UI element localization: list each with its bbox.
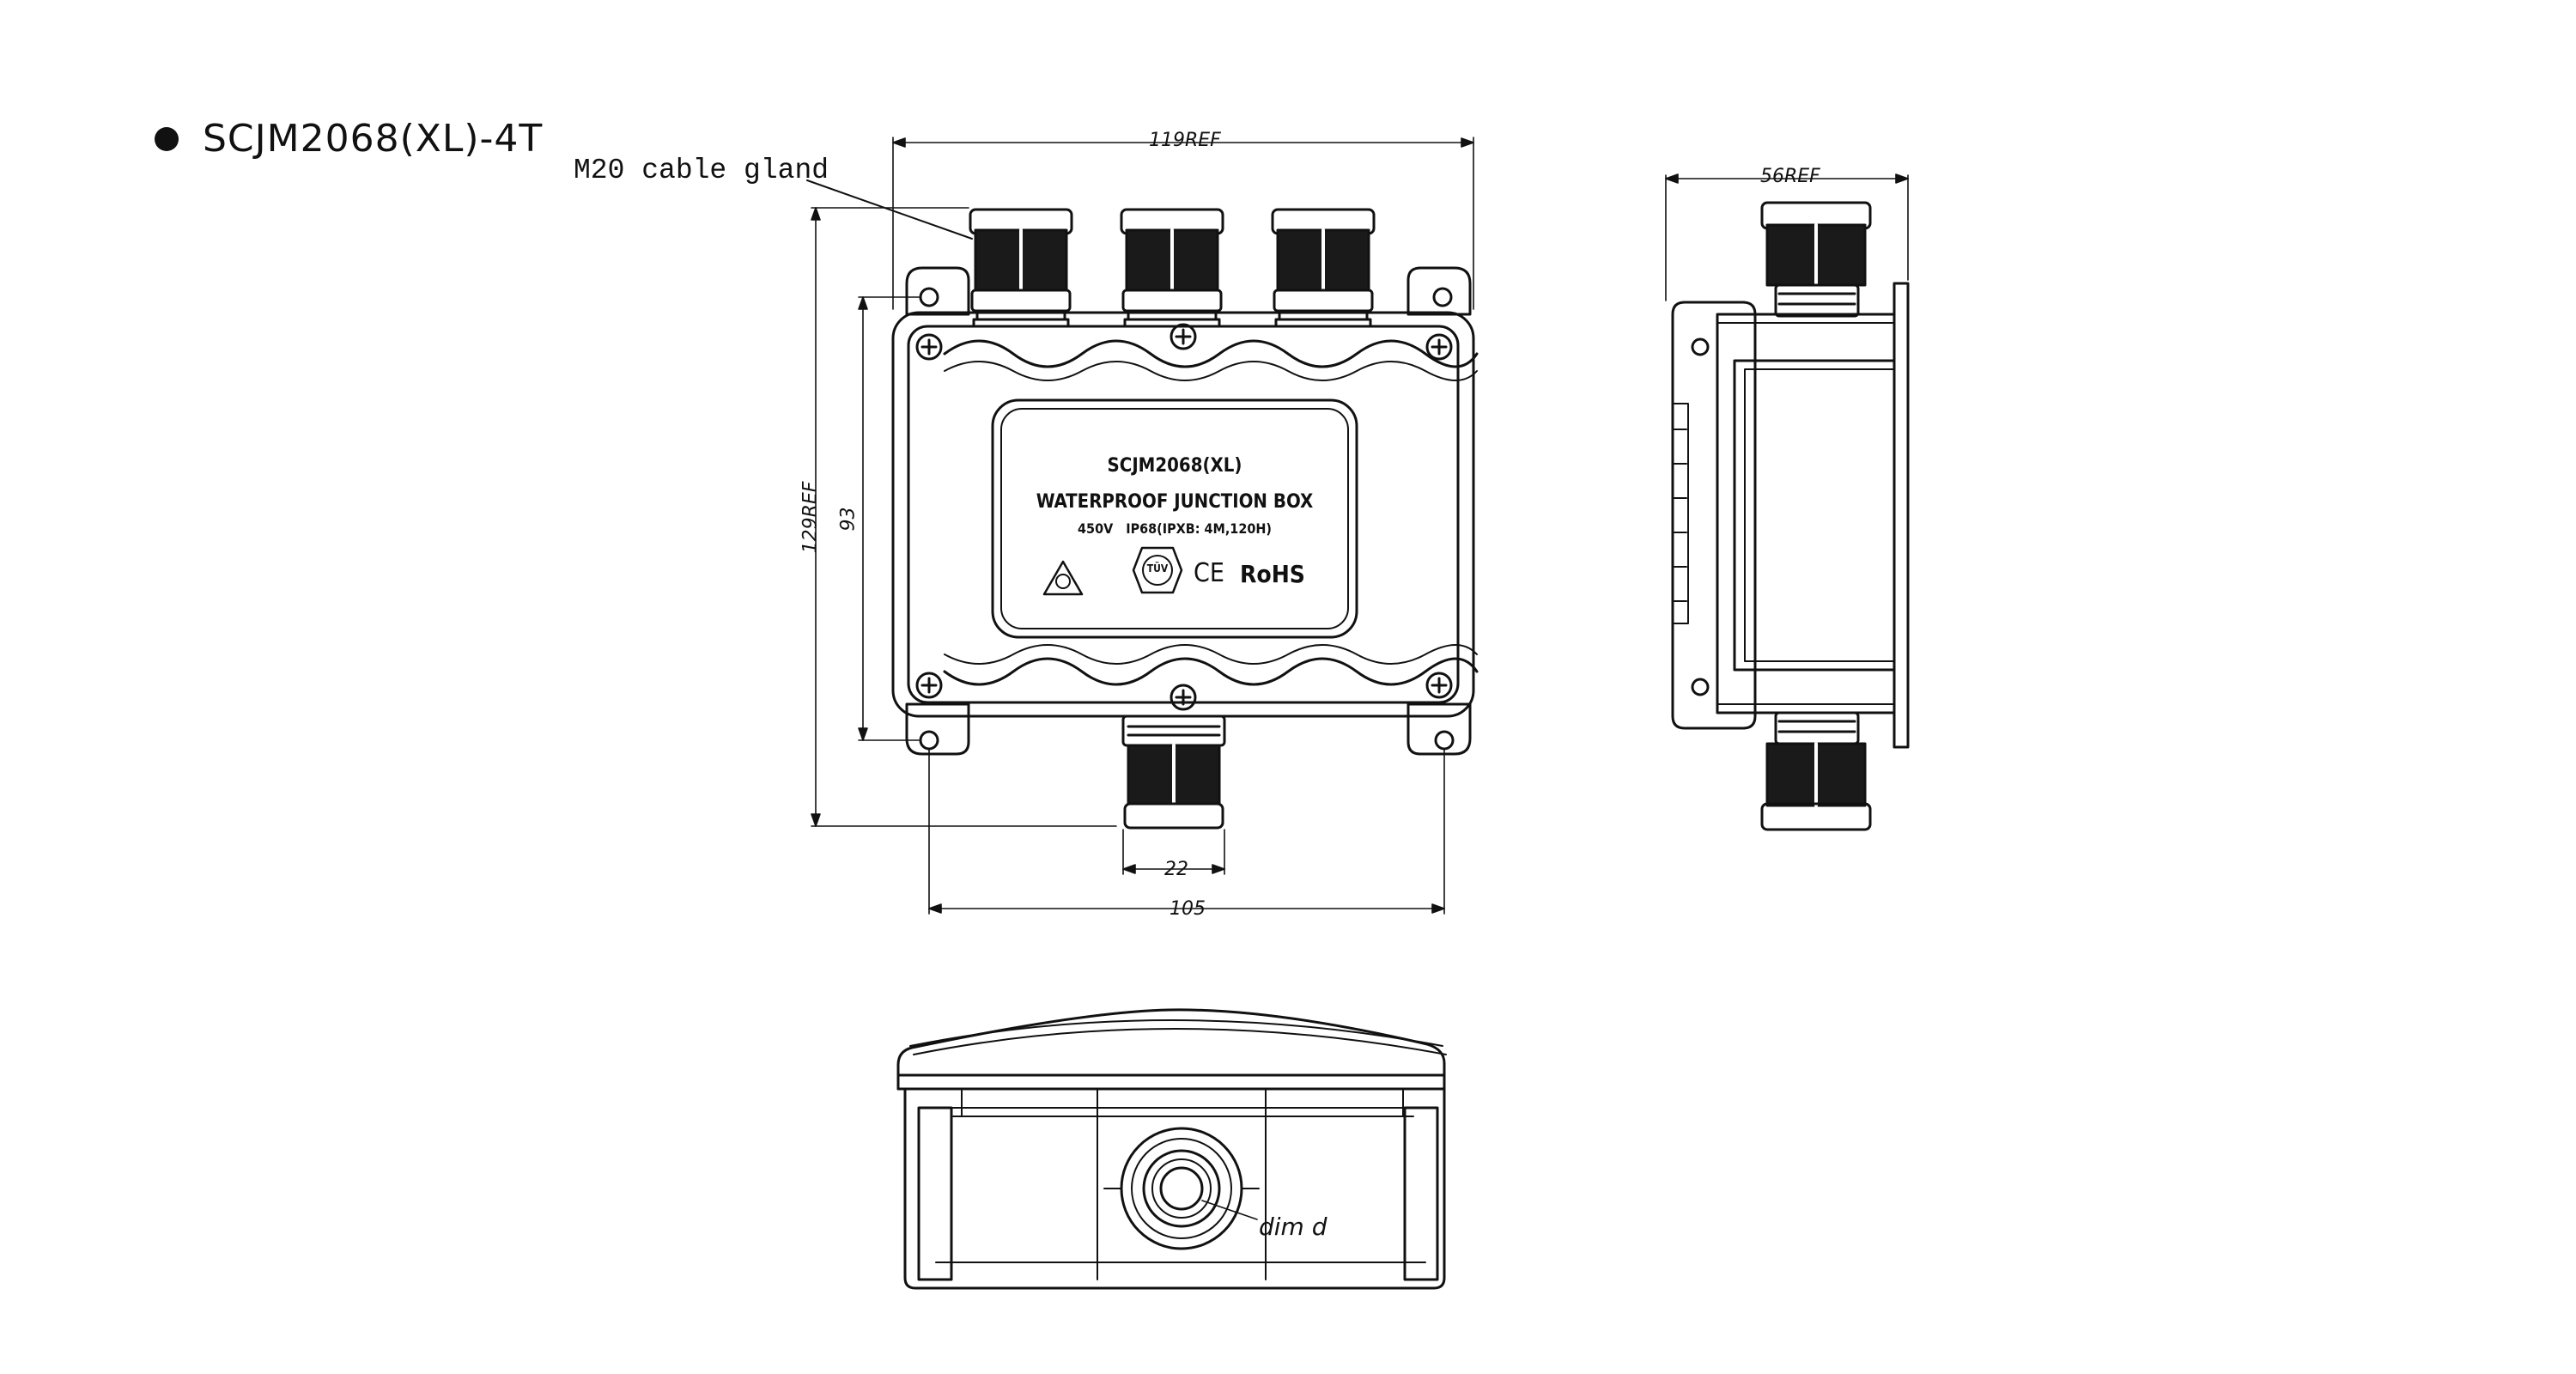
dim-hole-spacing: 105 xyxy=(1170,898,1206,920)
nameplate-name: WATERPROOF JUNCTION BOX xyxy=(1036,491,1314,513)
gland-bore xyxy=(1159,1166,1204,1211)
side-view xyxy=(1671,201,1910,831)
dim-front-height: 129REF xyxy=(799,481,822,554)
tuv-badge-icon xyxy=(1132,546,1183,594)
bottom-cable-gland xyxy=(1121,714,1226,830)
dim-gland-spacing: 22 xyxy=(1164,859,1188,880)
dim-hole-height: 93 xyxy=(837,507,860,532)
nameplate-model: SCJM2068(XL) xyxy=(1107,455,1242,477)
top-cable-glands xyxy=(969,208,1376,328)
nameplate-rating: 450V IP68(IPXB: 4M,120H) xyxy=(1078,520,1272,537)
mounting-ears xyxy=(905,266,1472,756)
enclosure-body xyxy=(891,311,1475,718)
gland-outer-ring xyxy=(1120,1127,1243,1250)
front-view xyxy=(891,208,1479,830)
bottom-view xyxy=(896,1008,1447,1290)
title-block: SCJM2068(XL)-4T xyxy=(155,117,543,161)
bullet-icon xyxy=(155,126,179,151)
cover-screws xyxy=(915,323,1453,711)
nameplate xyxy=(991,398,1358,639)
rcm-mark-icon xyxy=(1042,560,1084,596)
rohs-mark: RoHS xyxy=(1240,560,1305,588)
side-dimension-lines xyxy=(1665,173,1909,301)
front-dimension-lines xyxy=(806,137,1474,915)
ce-mark: CE xyxy=(1194,558,1224,588)
dim-side-depth: 56REF xyxy=(1760,166,1820,187)
dim-front-width: 119REF xyxy=(1149,130,1221,151)
product-title: SCJM2068(XL)-4T xyxy=(203,117,544,161)
tuv-label: TÜV xyxy=(1146,562,1169,575)
dim-gland-diameter: dim d xyxy=(1259,1213,1327,1241)
cable-gland-callout: M20 cable gland xyxy=(574,155,829,186)
